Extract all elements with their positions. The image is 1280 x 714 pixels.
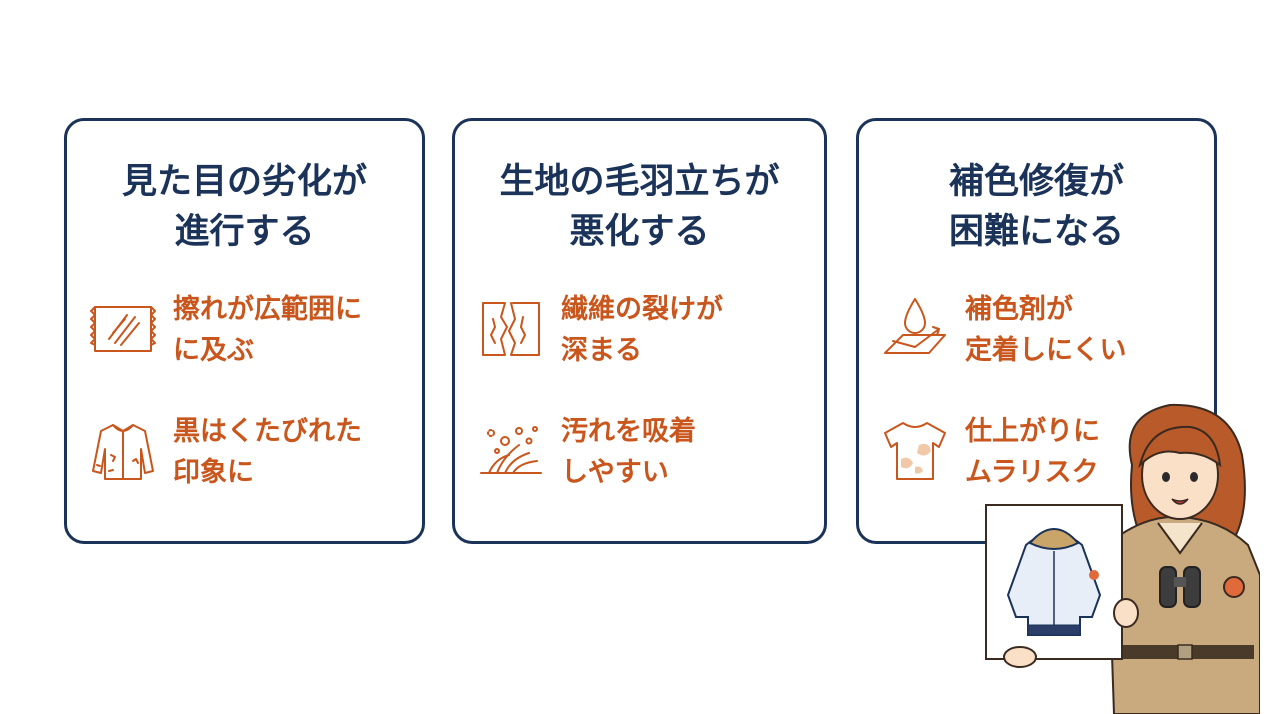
card-appearance-degradation: 見た目の劣化が 進行する 擦れが広範囲に	[64, 118, 425, 544]
item-text: 繊維の裂けが 深まる	[561, 289, 723, 371]
item-text-line: 汚れを吸着	[561, 416, 696, 447]
dye-drop-icon	[879, 293, 951, 365]
dirt-particles-icon	[475, 415, 547, 487]
card-title-line: 進行する	[174, 212, 315, 252]
item-text-line: 印象に	[173, 457, 254, 488]
item-text-line: 仕上がりに	[965, 416, 1100, 447]
card-title-line: 悪化する	[569, 212, 710, 252]
card-title-line: 困難になる	[948, 212, 1124, 252]
list-item: 汚れを吸着 しやすい	[475, 411, 814, 501]
item-text-line: しやすい	[561, 457, 669, 488]
card-title: 見た目の劣化が 進行する	[67, 157, 422, 257]
list-item: 黒はくたびれた 印象に	[87, 411, 412, 501]
stained-shirt-icon	[879, 415, 951, 487]
woman-holding-jacket-picture-icon	[980, 395, 1260, 714]
list-item: 補色剤が 定着しにくい	[879, 289, 1204, 379]
list-item: 仕上がりに ムラリスク	[879, 411, 1204, 501]
item-text: 仕上がりに ムラリスク	[965, 411, 1100, 493]
item-text: 擦れが広範囲に に及ぶ	[173, 289, 362, 371]
torn-fiber-icon	[475, 293, 547, 365]
card-title-line: 見た目の劣化が	[121, 162, 367, 202]
jacket-icon	[87, 415, 159, 487]
item-text-line: ムラリスク	[965, 457, 1099, 488]
item-text: 黒はくたびれた 印象に	[173, 411, 362, 493]
list-item: 擦れが広範囲に に及ぶ	[87, 289, 412, 379]
item-text-line: 深まる	[561, 335, 642, 366]
worn-fabric-icon	[87, 293, 159, 365]
item-text-line: 擦れが広範囲に	[173, 294, 362, 325]
item-text-line: 黒はくたびれた	[173, 416, 362, 447]
item-text-line: に及ぶ	[173, 335, 254, 366]
item-text-line: 定着しにくい	[965, 335, 1127, 366]
card-color-repair-difficulty: 補色修復が 困難になる 補色剤が 定着しにくい	[856, 118, 1217, 544]
card-fabric-fuzzing: 生地の毛羽立ちが 悪化する 繊維の裂けが 深まる	[452, 118, 827, 544]
item-text: 汚れを吸着 しやすい	[561, 411, 696, 493]
card-title-line: 生地の毛羽立ちが	[499, 162, 780, 202]
list-item: 繊維の裂けが 深まる	[475, 289, 814, 379]
item-text-line: 補色剤が	[965, 294, 1073, 325]
item-text: 補色剤が 定着しにくい	[965, 289, 1126, 371]
item-text-line: 繊維の裂けが	[561, 294, 723, 325]
card-title: 生地の毛羽立ちが 悪化する	[455, 157, 824, 257]
card-title: 補色修復が 困難になる	[859, 157, 1214, 257]
card-title-line: 補色修復が	[948, 162, 1124, 202]
